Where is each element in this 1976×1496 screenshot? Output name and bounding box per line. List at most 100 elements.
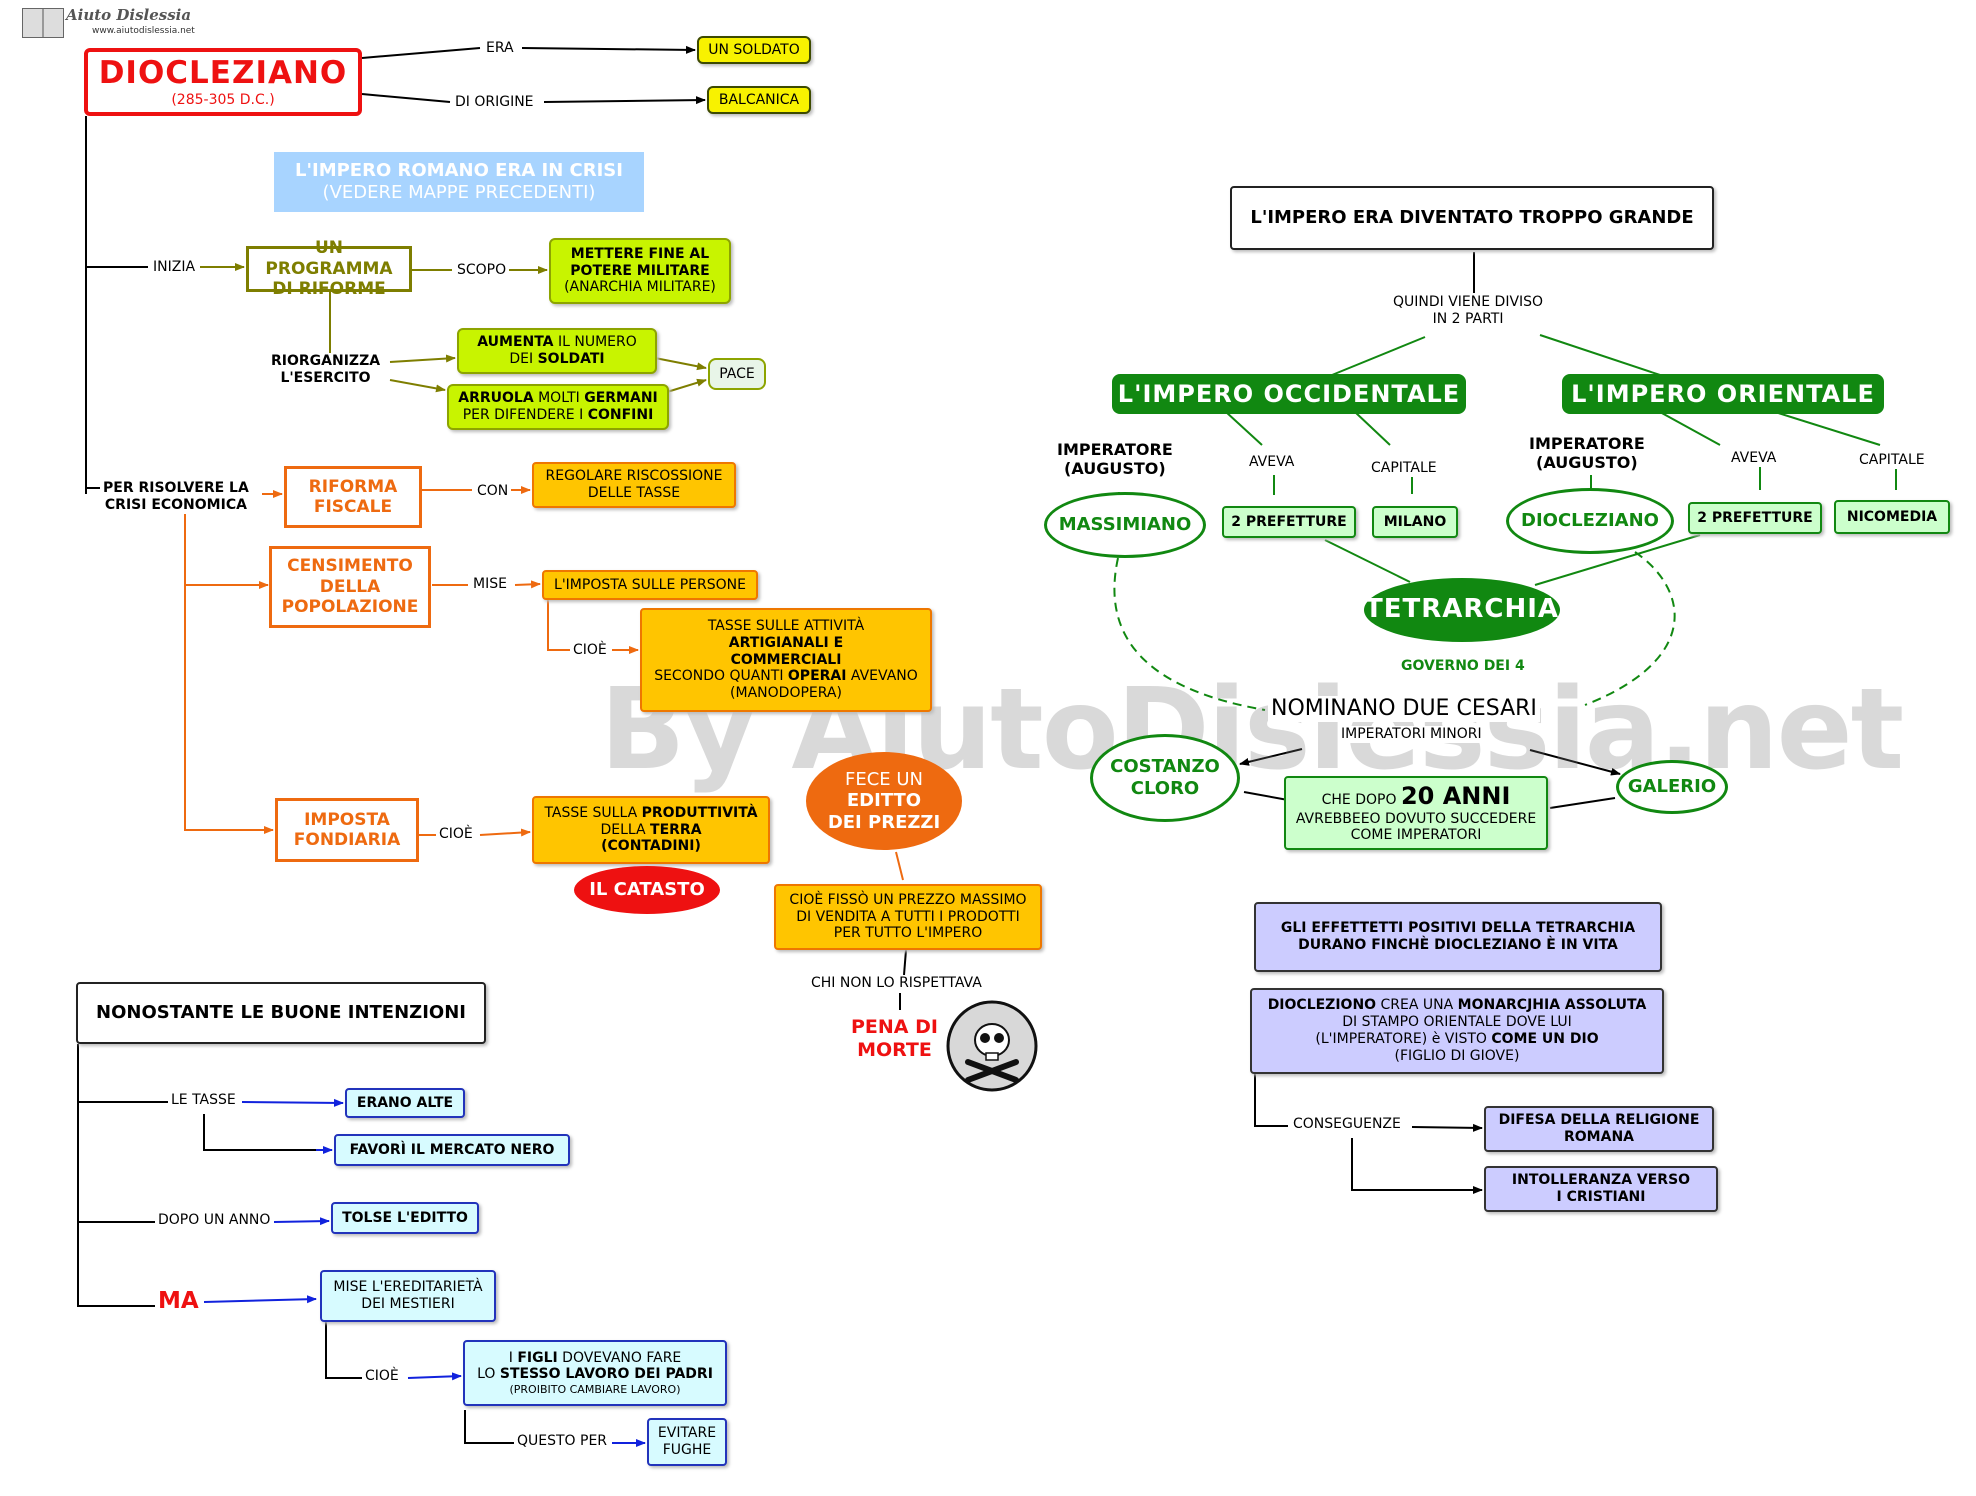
tasse-produttivita-bold2: TERRA [650, 821, 702, 838]
node-tasse-attivita: TASSE SULLE ATTIVITÀ ARTIGIANALI E COMME… [640, 608, 932, 712]
tasse-attivita-bold4: OPERAI [787, 668, 847, 685]
node-tetrarchia: TETRARCHIA [1364, 578, 1560, 642]
censimento-line3: POPOLAZIONE [281, 597, 419, 618]
fughe-line2: FUGHE [662, 1442, 712, 1458]
label-conseguenze: CONSEGUENZE [1290, 1116, 1404, 1133]
node-massimiano: MASSIMIANO [1044, 492, 1206, 558]
node-crisi: L'IMPERO ROMANO ERA IN CRISI (VEDERE MAP… [274, 152, 644, 212]
imposta-fondiaria-line1: IMPOSTA [304, 809, 390, 830]
tasse-attivita-line5: (MANODOPERA) [730, 685, 842, 702]
arruola-bold2: GERMANI [584, 390, 658, 407]
monarchia-bold2: MONARCJHIA ASSOLUTA [1457, 997, 1647, 1014]
figli-text3: LO [477, 1366, 500, 1383]
label-origine: DI ORIGINE [452, 94, 537, 111]
label-quindi: QUINDI VIENE DIVISO IN 2 PARTI [1390, 294, 1547, 328]
node-difesa: DIFESA DELLA RELIGIONE ROMANA [1484, 1106, 1714, 1152]
label-cioe-1: CIOÈ [570, 642, 610, 659]
label-scopo: SCOPO [454, 262, 510, 279]
figli-text2: DOVEVANO FARE [557, 1349, 682, 1366]
pena-line1: PENA DI [851, 1016, 938, 1038]
title-dates: (285-305 D.C.) [171, 92, 275, 109]
node-arruola: ARRUOLA MOLTI GERMANI PER DIFENDERE I CO… [447, 384, 669, 430]
tasse-produttivita-line1: TASSE SULLA PRODUTTIVITÀ [544, 805, 757, 822]
editto-line1: FECE UN [844, 768, 924, 790]
node-scopo: METTERE FINE AL POTERE MILITARE (ANARCHI… [549, 238, 731, 304]
prezzo-massimo-line2: DI VENDITA A TUTTI I PRODOTTI [796, 908, 1020, 925]
node-figli: I FIGLI DOVEVANO FARE LO STESSO LAVORO D… [463, 1340, 727, 1406]
node-intolleranza: INTOLLERANZA VERSO I CRISTIANI [1484, 1166, 1718, 1212]
tasse-attivita-line3: COMMERCIALI [730, 651, 842, 668]
figli-bold2: STESSO LAVORO DEI PADRI [499, 1366, 713, 1383]
node-troppo-grande: L'IMPERO ERA DIVENTATO TROPPO GRANDE [1230, 186, 1714, 250]
label-cioe-2: CIOÈ [436, 826, 476, 843]
tasse-attivita-text4a: SECONDO QUANTI [654, 668, 788, 685]
label-questo-per: QUESTO PER [514, 1433, 611, 1450]
label-nominano: NOMINANO DUE CESARI [1268, 696, 1540, 723]
node-programma: UN PROGRAMMA DI RIFORME [246, 238, 412, 299]
node-erano-alte: ERANO ALTE [345, 1088, 465, 1118]
intolleranza-line2: I CRISTIANI [1556, 1189, 1646, 1205]
monarchia-line4: (FIGLIO DI GIOVE) [1394, 1047, 1520, 1064]
arruola-text1: MOLTI [533, 390, 585, 407]
node-censimento: CENSIMENTO DELLA POPOLAZIONE [269, 546, 431, 628]
label-governo: GOVERNO DEI 4 [1398, 658, 1528, 675]
venti-anni-bold1: 20 ANNI [1400, 781, 1511, 810]
node-soldato: UN SOLDATO [697, 36, 811, 64]
monarchia-text3: (L'IMPERATORE) è VISTO [1315, 1031, 1492, 1047]
quindi-line2: IN 2 PARTI [1432, 310, 1504, 327]
figli-text1: I [508, 1349, 518, 1366]
figli-bold1: FIGLI [517, 1349, 558, 1366]
editto-line2: EDITTO [846, 790, 922, 812]
node-fughe: EVITARE FUGHE [647, 1418, 727, 1466]
tasse-produttivita-line2: DELLA TERRA [600, 822, 701, 839]
monarchia-line1: DIOCLEZIONO CREA UNA MONARCJHIA ASSOLUTA [1268, 997, 1647, 1014]
book-icon [22, 8, 64, 38]
figli-line2: LO STESSO LAVORO DEI PADRI [477, 1366, 713, 1383]
aumenta-text1: IL NUMERO [553, 334, 637, 351]
imperatore-or-line2: (AUGUSTO) [1536, 453, 1638, 473]
node-prefetture-or: 2 PREFETTURE [1688, 502, 1822, 534]
node-pace: PACE [708, 358, 766, 390]
venti-anni-text1: CHE DOPO [1321, 791, 1401, 808]
prezzo-massimo-line3: PER TUTTO L'IMPERO [833, 925, 983, 942]
programma-line2: DI RIFORME [272, 279, 386, 300]
node-occidentale: L'IMPERO OCCIDENTALE [1112, 374, 1466, 414]
label-imperatore-or: IMPERATORE (AUGUSTO) [1526, 434, 1648, 473]
label-capitale-or: CAPITALE [1856, 452, 1928, 469]
pena-line2: MORTE [857, 1038, 932, 1061]
node-editto: FECE UN EDITTO DEI PREZZI [806, 752, 962, 850]
title-name: DIOCLEZIANO [98, 55, 348, 91]
arruola-bold1: ARRUOLA [458, 390, 534, 407]
intolleranza-line1: INTOLLERANZA VERSO [1511, 1172, 1691, 1189]
figli-line1: I FIGLI DOVEVANO FARE [509, 1350, 682, 1367]
label-chi-non: CHI NON LO RISPETTAVA [808, 975, 985, 992]
per-risolvere-line1: PER RISOLVERE LA [103, 480, 249, 496]
node-riforma: RIFORMA FISCALE [284, 466, 422, 528]
crisi-line1: L'IMPERO ROMANO ERA IN CRISI [295, 160, 623, 182]
skull-svg [946, 1000, 1038, 1092]
censimento-line2: DELLA [319, 576, 381, 597]
venti-anni-line1: CHE DOPO 20 ANNI [1322, 782, 1511, 811]
node-nicomedia: NICOMEDIA [1834, 500, 1950, 534]
difesa-line1: DIFESA DELLA RELIGIONE [1498, 1112, 1700, 1129]
venti-anni-line2: AVREBBEEO DOVUTO SUCCEDERE [1295, 810, 1537, 827]
aumenta-bold2: SOLDATI [537, 351, 605, 367]
node-balcanica: BALCANICA [707, 86, 811, 114]
crisi-line2: (VEDERE MAPPE PRECEDENTI) [322, 182, 596, 203]
node-tolse: TOLSE L'EDITTO [331, 1202, 479, 1234]
costanzo-line1: COSTANZO [1110, 756, 1220, 778]
costanzo-line2: CLORO [1130, 778, 1200, 799]
arruola-line1: ARRUOLA MOLTI GERMANI [458, 390, 658, 407]
arruola-text2: PER DIFENDERE I [462, 407, 588, 423]
aumenta-line2: DEI SOLDATI [509, 351, 604, 368]
effetti-line1: GLI EFFETTETTI POSITIVI DELLA TETRARCHIA [1280, 920, 1636, 937]
node-venti-anni: CHE DOPO 20 ANNI AVREBBEEO DOVUTO SUCCED… [1284, 776, 1548, 850]
scopo-line2: POTERE MILITARE [570, 262, 710, 279]
node-milano: MILANO [1372, 506, 1458, 538]
figli-line3: (PROIBITO CAMBIARE LAVORO) [509, 1383, 681, 1397]
node-galerio: GALERIO [1616, 760, 1728, 814]
label-imperatori-minori: IMPERATORI MINORI [1338, 726, 1485, 743]
tasse-produttivita-bold1: PRODUTTIVITÀ [641, 804, 758, 821]
tasse-attivita-line4: SECONDO QUANTI OPERAI AVEVANO [654, 668, 918, 685]
aumenta-bold1: AUMENTA [477, 334, 554, 351]
